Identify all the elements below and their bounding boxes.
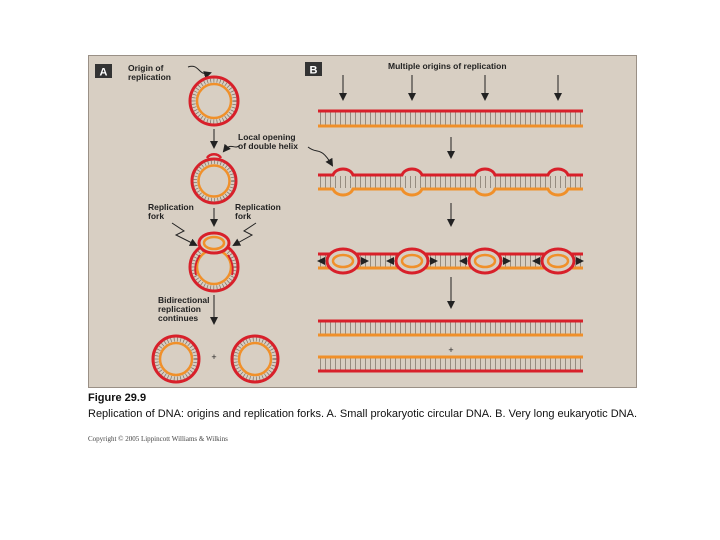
origin-arrow — [188, 66, 210, 73]
local-opening-label: Local opening of double helix — [238, 132, 298, 151]
local-opening-arrow-b — [308, 147, 332, 165]
circular-dna-3 — [190, 233, 238, 291]
multiple-origins-label: Multiple origins of replication — [388, 61, 507, 71]
fork-left-arrow — [172, 223, 196, 245]
linear-dna-row-3 — [318, 249, 583, 273]
linear-dna-row-1 — [318, 111, 583, 126]
dna-replication-diagram: A Origin of replication Local opening of… — [88, 55, 637, 388]
origin-label: Origin of replication — [128, 63, 171, 82]
panel-b: B Multiple origins of replication — [305, 61, 583, 371]
circular-dna-1 — [190, 77, 238, 125]
linear-dna-row-2 — [318, 169, 583, 195]
fork-right-label: Replication fork — [235, 202, 283, 221]
plus-sign-b: + — [448, 345, 453, 355]
figure-caption-title: Figure 29.9 — [88, 392, 146, 404]
figure-caption-text: Replication of DNA: origins and replicat… — [88, 408, 637, 420]
circular-dna-2 — [192, 154, 236, 203]
copyright-notice: Copyright © 2005 Lippincott Williams & W… — [88, 435, 228, 443]
bidirectional-label: Bidirectional replication continues — [158, 295, 212, 323]
daughter-duplex-2 — [318, 357, 583, 371]
daughter-circle-right — [232, 336, 278, 382]
fork-left-label: Replication fork — [148, 202, 196, 221]
fork-right-arrow — [234, 223, 256, 245]
daughter-duplex-1 — [318, 321, 583, 335]
panel-b-letter: B — [310, 65, 318, 77]
origin-arrows — [343, 75, 558, 99]
panel-a: A Origin of replication Local opening of… — [95, 63, 332, 382]
daughter-circle-left — [153, 336, 199, 382]
panel-a-letter: A — [100, 67, 108, 79]
plus-sign-a: + — [211, 352, 216, 362]
